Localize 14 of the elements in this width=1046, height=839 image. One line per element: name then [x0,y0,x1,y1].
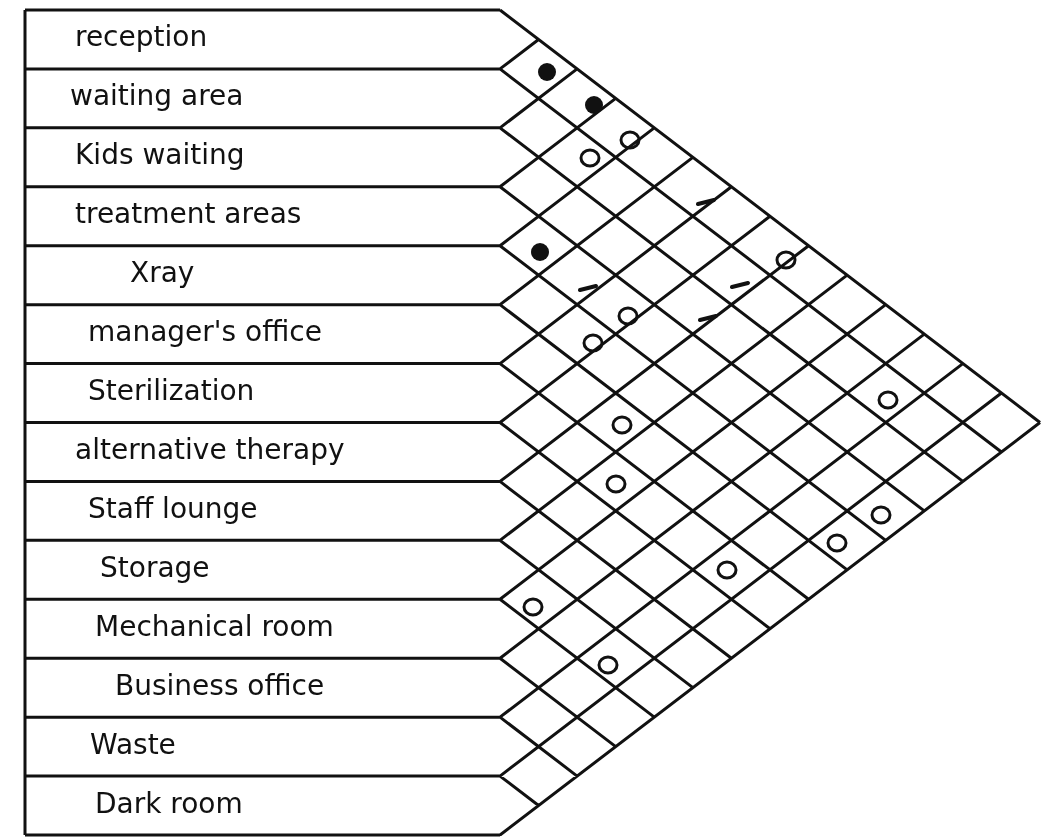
row-label: manager's office [88,318,322,347]
row-label: Xray [130,259,195,288]
row-label: alternative therapy [75,435,345,464]
row-label: waiting area [70,82,244,111]
row-label: Staff lounge [88,494,258,523]
row-label: Kids waiting [75,141,245,170]
row-label: Dark room [95,789,243,818]
row-label: Mechanical room [95,612,334,641]
row-label: Storage [100,553,210,582]
row-label: Business office [115,671,325,700]
row-label: treatment areas [75,200,302,229]
row-label: Waste [90,730,176,759]
row-label: reception [75,23,208,52]
row-label: Sterilization [88,377,255,406]
